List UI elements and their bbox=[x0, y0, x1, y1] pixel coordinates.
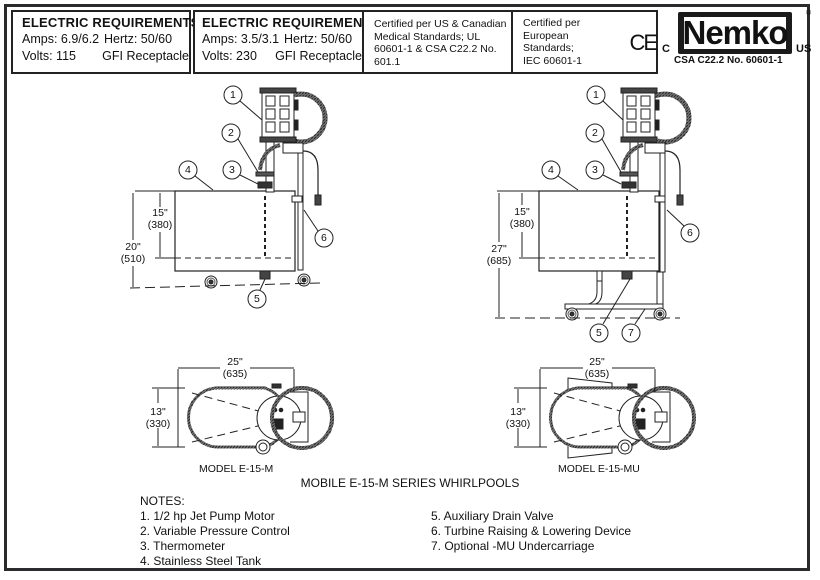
document-title: MOBILE E-15-M SERIES WHIRLPOOLS bbox=[300, 476, 520, 490]
cert-european: Certified per European Standards; IEC 60… bbox=[511, 10, 658, 74]
top-view-e15mu bbox=[514, 367, 696, 459]
cert-us-line2: Medical Standards; UL bbox=[374, 30, 481, 43]
dim-inner-left-mm: (380) bbox=[147, 219, 173, 231]
note-1: 1. 1/2 hp Jet Pump Motor bbox=[140, 509, 275, 523]
dim-depth-right-mm: (330) bbox=[505, 418, 531, 430]
nemko-brand: Nemko bbox=[682, 14, 789, 51]
dim-outer-left-in: 20" bbox=[125, 241, 141, 253]
note-3: 3. Thermometer bbox=[140, 539, 226, 553]
side-view-e15m bbox=[129, 85, 334, 309]
callout-3-right: 3 bbox=[592, 164, 598, 176]
note-4: 4. Stainless Steel Tank bbox=[140, 554, 262, 568]
callout-1-right: 1 bbox=[593, 89, 599, 101]
elec-230-hertz: Hertz: 50/60 bbox=[284, 32, 353, 46]
callout-2-left: 2 bbox=[228, 127, 234, 139]
dim-depth-left: 13" (330) bbox=[142, 406, 174, 430]
ce-mark-icon: CE bbox=[629, 29, 658, 55]
callout-2-right: 2 bbox=[592, 127, 598, 139]
dim-depth-right-in: 13" bbox=[510, 406, 526, 418]
dim-outer-left: 20" (510) bbox=[117, 241, 149, 265]
top-view-e15m bbox=[152, 367, 334, 455]
registered-mark: ® bbox=[806, 10, 812, 17]
elec-230-receptacle: GFI Receptacle bbox=[275, 49, 362, 63]
notes-heading: NOTES: bbox=[140, 494, 185, 508]
elec-115-receptacle: GFI Receptacle bbox=[102, 49, 189, 63]
elec-115-hertz: Hertz: 50/60 bbox=[104, 32, 173, 46]
dim-width-right: 25" (635) bbox=[581, 356, 613, 380]
dim-outer-right-in: 27" bbox=[491, 243, 507, 255]
dim-outer-left-mm: (510) bbox=[120, 253, 146, 265]
callout-5-left: 5 bbox=[254, 293, 260, 305]
dim-depth-left-in: 13" bbox=[150, 406, 166, 418]
cert-eu-line2: European Standards; bbox=[523, 29, 574, 55]
elec-115-title: ELECTRIC REQUIREMENTS: bbox=[22, 15, 205, 30]
cert-us-line4: 601.1 bbox=[374, 55, 401, 68]
elec-230-volts: Volts: 230 bbox=[202, 49, 257, 63]
dim-depth-right: 13" (330) bbox=[502, 406, 534, 430]
note-7: 7. Optional -MU Undercarriage bbox=[431, 539, 595, 553]
callout-3-left: 3 bbox=[229, 164, 235, 176]
elec-115-volts: Volts: 115 bbox=[22, 49, 76, 63]
cert-eu-line1: Certified per bbox=[523, 17, 581, 29]
callout-6-right: 6 bbox=[687, 227, 693, 239]
dim-outer-right-mm: (685) bbox=[486, 255, 512, 267]
cert-eu-line3: IEC 60601-1 bbox=[523, 54, 582, 67]
note-2: 2. Variable Pressure Control bbox=[140, 524, 290, 538]
elec-115-amps: Amps: 6.9/6.2 bbox=[22, 32, 100, 46]
dim-width-right-in: 25" bbox=[589, 356, 605, 368]
nemko-standard: CSA C22.2 No. 60601-1 bbox=[674, 55, 783, 66]
dim-inner-right-in: 15" bbox=[514, 206, 530, 218]
notes-left: NOTES: 1. 1/2 hp Jet Pump Motor 2. Varia… bbox=[140, 494, 290, 569]
dim-inner-right: 15" (380) bbox=[506, 206, 538, 230]
nemko-badge: Nemko bbox=[678, 12, 792, 54]
dim-width-left-in: 25" bbox=[227, 356, 243, 368]
cert-us-line3: 60601-1 & CSA C22.2 No. bbox=[374, 43, 497, 55]
dim-width-right-mm: (635) bbox=[584, 368, 610, 380]
side-view-e15mu bbox=[495, 85, 700, 343]
dim-inner-left-in: 15" bbox=[152, 207, 168, 219]
callout-7-right: 7 bbox=[628, 327, 634, 339]
elec-230-amps: Amps: 3.5/3.1 bbox=[202, 32, 280, 46]
nemko-us: US bbox=[796, 43, 812, 55]
callout-4-right: 4 bbox=[548, 164, 554, 176]
note-5: 5. Auxiliary Drain Valve bbox=[431, 509, 554, 523]
dim-width-left-mm: (635) bbox=[222, 368, 248, 380]
dim-inner-left: 15" (380) bbox=[144, 207, 176, 231]
dim-depth-left-mm: (330) bbox=[145, 418, 171, 430]
dim-outer-right: 27" (685) bbox=[483, 243, 515, 267]
dim-inner-right-mm: (380) bbox=[509, 218, 535, 230]
nemko-c: C bbox=[662, 43, 670, 55]
page-frame bbox=[4, 4, 810, 571]
nemko-logo: C Nemko US ® CSA C22.2 No. 60601-1 bbox=[660, 8, 812, 74]
note-6: 6. Turbine Raising & Lowering Device bbox=[431, 524, 632, 538]
dim-width-left: 25" (635) bbox=[219, 356, 251, 380]
callout-5-right: 5 bbox=[596, 327, 602, 339]
caption-model-e15m: MODEL E-15-M bbox=[199, 463, 274, 475]
notes-right: 5. Auxiliary Drain Valve 6. Turbine Rais… bbox=[431, 509, 631, 554]
callout-6-left: 6 bbox=[321, 232, 327, 244]
elec-230-title: ELECTRIC REQUIREMENTS: bbox=[202, 15, 385, 30]
callout-4-left: 4 bbox=[185, 164, 191, 176]
callout-1-left: 1 bbox=[230, 89, 236, 101]
caption-model-e15mu: MODEL E-15-MU bbox=[558, 463, 640, 475]
cert-us-line1: Certified per US & Canadian bbox=[374, 18, 507, 30]
electric-requirements-115v: ELECTRIC REQUIREMENTS: Amps: 6.9/6.2 Hert… bbox=[11, 10, 205, 74]
